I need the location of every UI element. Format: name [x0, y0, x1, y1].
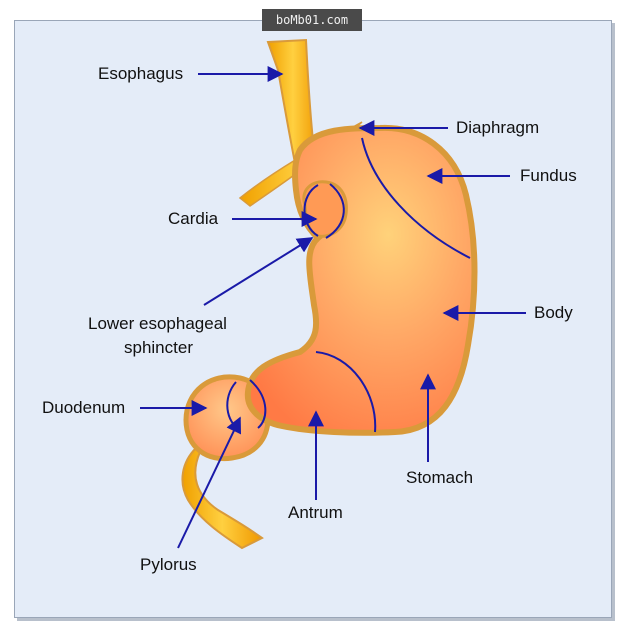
label-cardia: Cardia — [168, 209, 219, 228]
cardia-boundary-line — [303, 184, 319, 237]
pylorus-arrow — [177, 416, 242, 549]
watermark: boMb01.com — [262, 9, 362, 31]
arrows — [140, 66, 526, 549]
label-les-line2: sphincter — [124, 338, 193, 357]
label-duodenum: Duodenum — [42, 398, 126, 417]
label-pylorus: Pylorus — [140, 555, 197, 574]
label-antrum: Antrum — [288, 503, 343, 522]
label-stomach: Stomach — [406, 468, 474, 487]
fundus-boundary-line — [361, 137, 471, 259]
antrum-boundary-line — [315, 351, 377, 433]
cardia-boundary-line-2 — [325, 183, 345, 239]
label-diaphragm: Diaphragm — [456, 118, 540, 137]
label-les-line1: Lower esophageal — [88, 314, 227, 333]
duodenum-tube-shape — [181, 446, 264, 550]
label-body: Body — [534, 303, 573, 322]
les-arrow — [203, 237, 314, 306]
label-fundus: Fundus — [520, 166, 577, 185]
label-esophagus: Esophagus — [98, 64, 184, 83]
pylorus-boundary-line-2 — [249, 379, 267, 429]
